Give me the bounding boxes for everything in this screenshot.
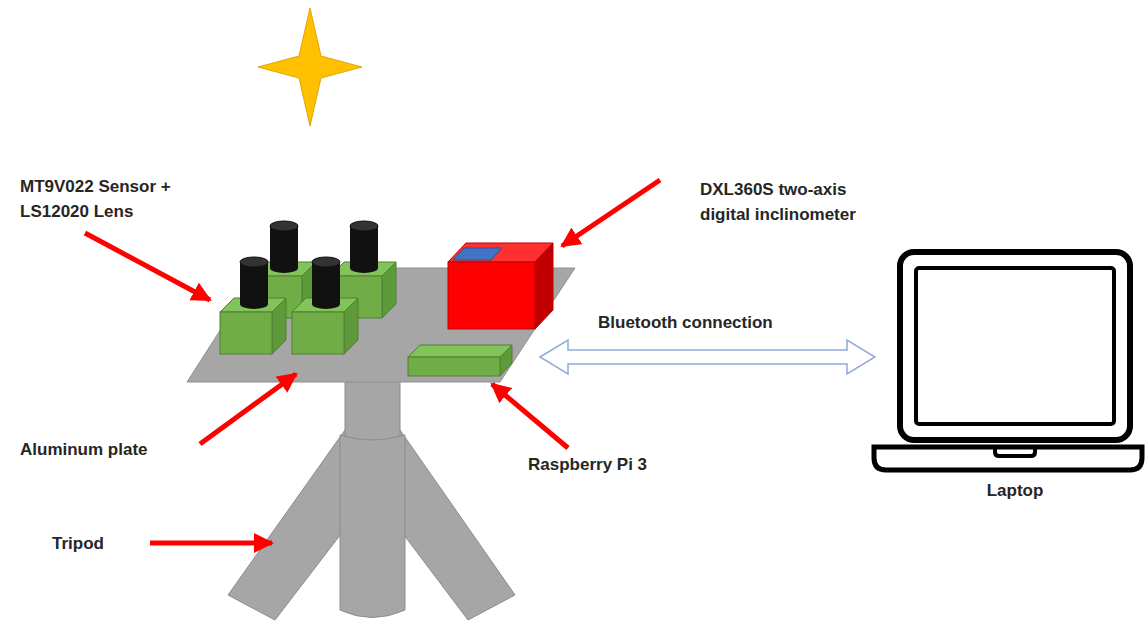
raspberry-pi: [408, 345, 512, 376]
inclinometer-label: DXL360S two-axis digital inclinometer: [700, 177, 880, 227]
tripod-label: Tripod: [52, 531, 142, 556]
inclinometer: [448, 243, 553, 329]
laptop-icon: [874, 252, 1142, 470]
link-label: Bluetooth connection: [598, 310, 818, 335]
laptop-label: Laptop: [955, 478, 1075, 503]
plate-label: Aluminum plate: [20, 437, 190, 462]
camera-label: MT9V022 Sensor + LS12020 Lens: [20, 174, 195, 224]
tripod: [228, 380, 515, 620]
star: [258, 8, 362, 126]
pi-label: Raspberry Pi 3: [528, 452, 698, 477]
bluetooth-arrow: [540, 340, 875, 374]
camera-array: [220, 221, 396, 354]
